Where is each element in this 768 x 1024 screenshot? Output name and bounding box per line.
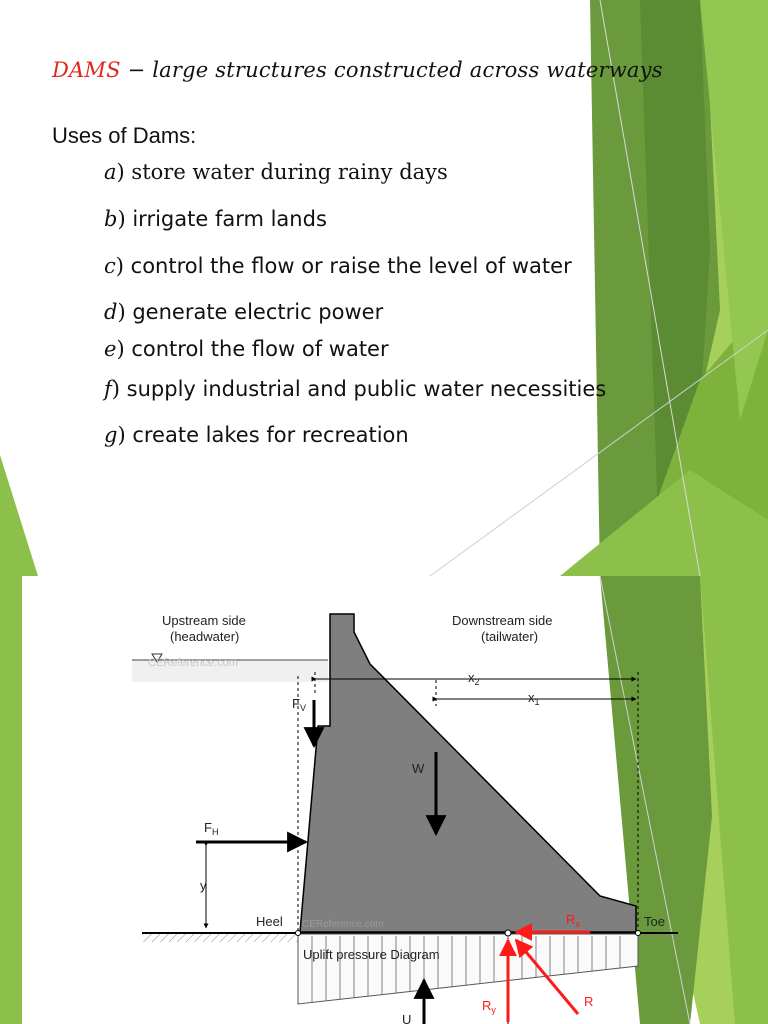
dam-body [299, 613, 637, 933]
heel-label: Heel [256, 914, 283, 929]
x2-label: x2 [468, 670, 480, 687]
use-text: irrigate farm lands [132, 207, 327, 231]
rx-label: Rx [566, 912, 580, 929]
upstream-sub: (headwater) [170, 629, 239, 644]
headwater-surface [132, 660, 328, 682]
uses-heading: Uses of Dams: [52, 123, 197, 148]
use-item-d: d) generate electric power [104, 300, 384, 324]
uplift-label: Uplift pressure Diagram [303, 947, 440, 962]
fv-label: FV [292, 696, 306, 713]
use-item-e: e) control the flow of water [104, 337, 389, 361]
use-item-b: b) irrigate farm lands [104, 207, 327, 231]
dam-force-diagram: CEReference.com CEReference.com [132, 613, 678, 1024]
downstream-sub: (tailwater) [481, 629, 538, 644]
upstream-label: Upstream side [162, 613, 246, 628]
use-letter: c [104, 254, 116, 278]
y-label: y [200, 878, 207, 893]
use-text: create lakes for recreation [132, 423, 409, 447]
slide-title: DAMS − large structures constructed acro… [52, 58, 663, 82]
r-arrow [514, 938, 580, 1015]
toe-label: Toe [644, 914, 665, 929]
watermark: CEReference.com [302, 919, 384, 930]
use-text: control the flow of water [131, 337, 389, 361]
ry-label: Ry [482, 998, 496, 1015]
green-facet-decoration [0, 576, 768, 1024]
use-letter: f [104, 377, 112, 401]
x1-label: x1 [528, 690, 540, 707]
green-facet-decoration [0, 0, 768, 576]
title-definition: − large structures constructed across wa… [127, 58, 663, 82]
use-letter: a [104, 160, 117, 184]
watermark: CEReference.com [148, 657, 238, 669]
r-label: R [584, 994, 593, 1009]
use-item-a: a) store water during rainy days [104, 160, 448, 184]
fh-label: FH [204, 820, 218, 837]
u-label: U [402, 1012, 411, 1024]
use-text: store water during rainy days [131, 160, 448, 184]
slide-dam-force-diagram: CEReference.com CEReference.com [0, 576, 768, 1024]
use-item-f: f) supply industrial and public water ne… [104, 377, 607, 401]
water-level-icon [151, 653, 163, 663]
use-text: supply industrial and public water neces… [126, 377, 607, 401]
title-keyword: DAMS [52, 58, 121, 82]
use-letter: d [104, 300, 118, 324]
use-item-g: g) create lakes for recreation [104, 423, 409, 447]
slide-uses-of-dams: DAMS − large structures constructed acro… [0, 0, 768, 576]
use-text: control the flow or raise the level of w… [130, 254, 572, 278]
downstream-label: Downstream side [452, 613, 552, 628]
use-text: generate electric power [132, 300, 384, 324]
resultant-point [504, 929, 512, 937]
use-letter: g [104, 423, 118, 447]
use-letter: e [104, 337, 117, 361]
w-label: W [412, 761, 425, 776]
use-item-c: c) control the flow or raise the level o… [104, 254, 572, 278]
use-letter: b [104, 207, 118, 231]
